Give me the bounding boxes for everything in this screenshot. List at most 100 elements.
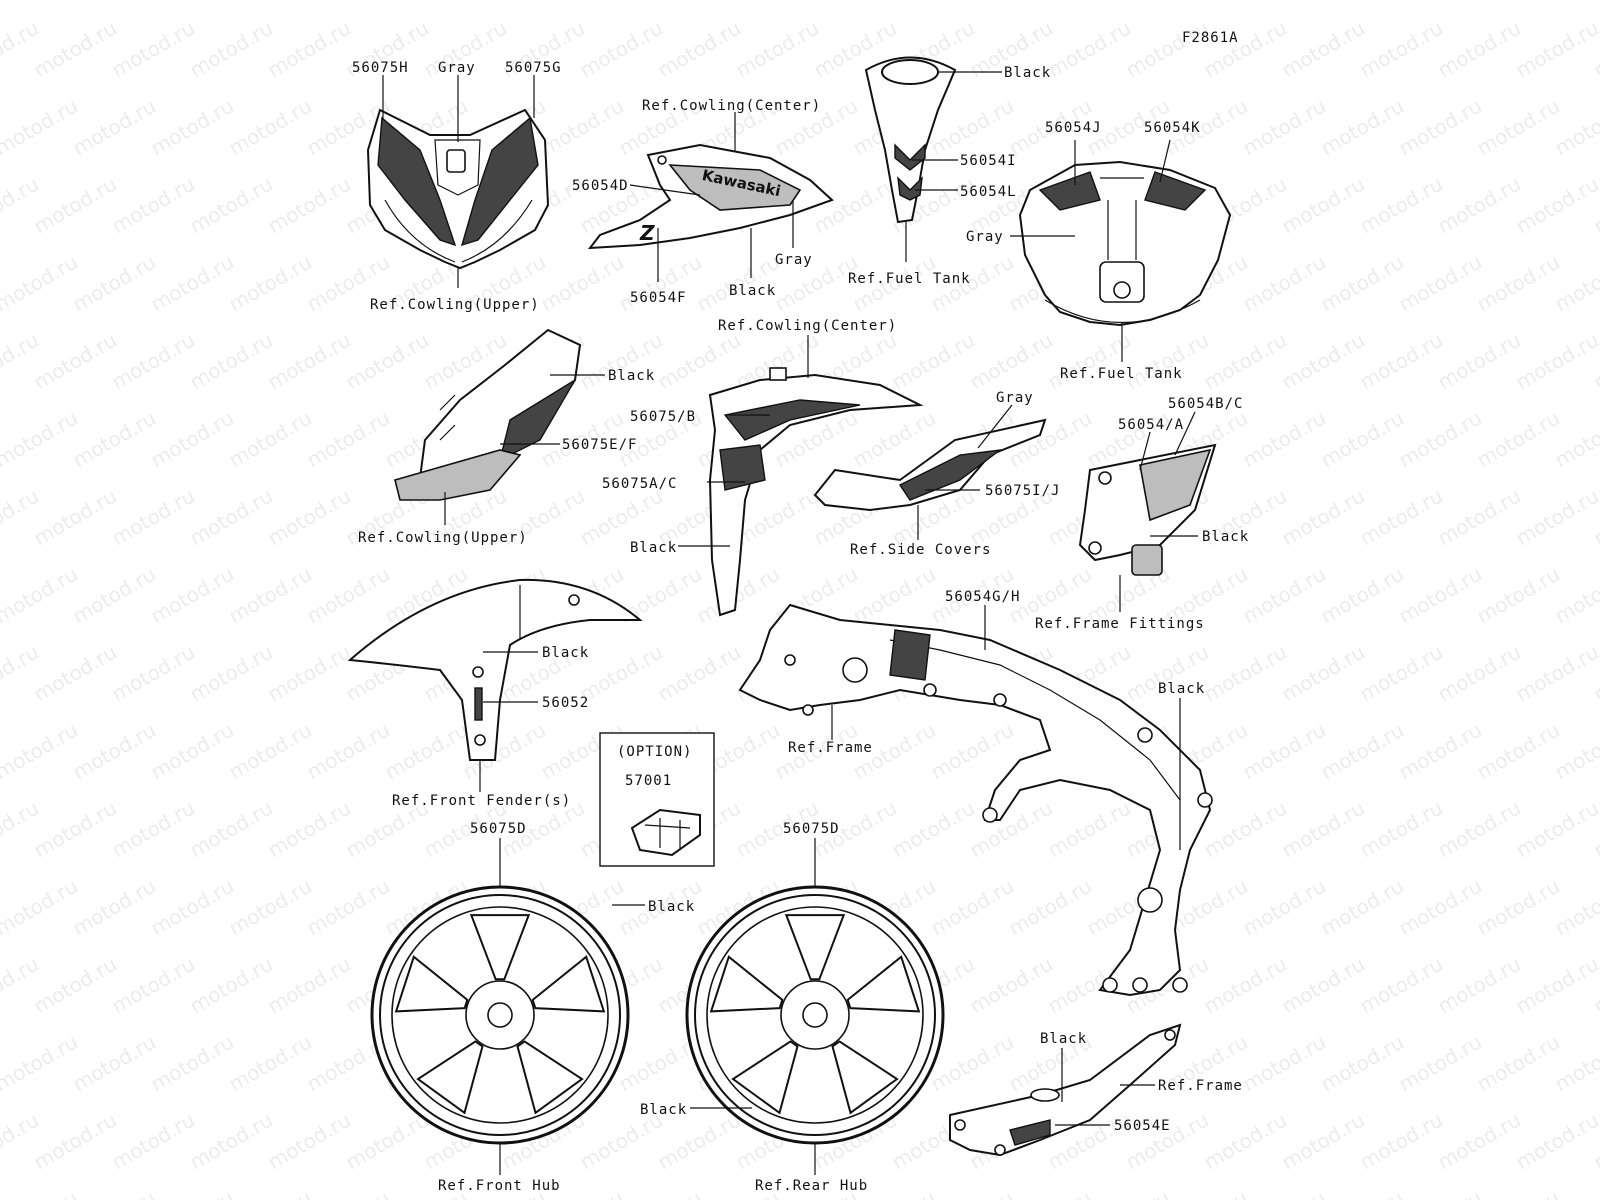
watermark-text: motod.ru — [69, 94, 160, 161]
wheel-spoke — [516, 1040, 584, 1115]
watermark-text: motod.ru — [1161, 1186, 1252, 1200]
watermark-text: motod.ru — [147, 874, 238, 941]
watermark-text: motod.ru — [0, 874, 82, 941]
watermark-text: motod.ru — [1551, 718, 1600, 785]
label-56054b-c: 56054B/C — [1168, 396, 1243, 412]
watermark-text: motod.ru — [225, 562, 316, 629]
watermark-text: motod.ru — [264, 172, 355, 239]
watermark-text: motod.ru — [615, 250, 706, 317]
label-ref-front-hub: Ref.Front Hub — [438, 1178, 561, 1194]
label-56054k: 56054K — [1144, 120, 1201, 136]
watermark-text: motod.ru — [108, 172, 199, 239]
watermark-text: motod.ru — [0, 94, 82, 161]
label-ref-fuel-tank-strip: Ref.Fuel Tank — [848, 271, 971, 287]
label-56075d-front: 56075D — [470, 821, 527, 837]
watermark-text: motod.ru — [225, 874, 316, 941]
label-56075e-f: 56075E/F — [562, 437, 637, 453]
watermark-text: motod.ru — [1317, 94, 1408, 161]
label-ref-cowling-center-2: Ref.Cowling(Center) — [718, 318, 897, 334]
watermark-text: motod.ru — [1044, 328, 1135, 395]
watermark-text: motod.ru — [225, 250, 316, 317]
watermark-text: motod.ru — [1434, 796, 1525, 863]
watermark-text: motod.ru — [264, 952, 355, 1019]
label-ref-cowling-upper: Ref.Cowling(Upper) — [370, 297, 540, 313]
label-ref-fuel-tank: Ref.Fuel Tank — [1060, 366, 1183, 382]
frame-bracket-part — [949, 1023, 1182, 1157]
label-gray-tank: Gray — [966, 229, 1004, 245]
watermark-text: motod.ru — [1317, 0, 1408, 4]
watermark-text: motod.ru — [1278, 952, 1369, 1019]
front-fender-part — [347, 578, 643, 761]
watermark-text: motod.ru — [1317, 718, 1408, 785]
watermark-text: motod.ru — [108, 796, 199, 863]
label-black-frame: Black — [1158, 681, 1205, 697]
watermark-text: motod.ru — [1356, 640, 1447, 707]
label-black-rear-wheel: Black — [640, 1102, 687, 1118]
watermark-text: motod.ru — [1005, 1186, 1096, 1200]
label-56054j: 56054J — [1045, 120, 1102, 136]
center-cowling-decal-part: Kawasaki Z — [587, 143, 834, 250]
watermark-text: motod.ru — [927, 1186, 1018, 1200]
z-logo-text: Z — [639, 221, 655, 245]
wheel-spoke — [731, 1040, 799, 1115]
watermark-text: motod.ru — [1239, 1186, 1330, 1200]
watermark-text: motod.ru — [30, 16, 121, 83]
watermark-text: motod.ru — [303, 1186, 394, 1200]
watermark-text: motod.ru — [69, 562, 160, 629]
watermark-text: motod.ru — [1239, 250, 1330, 317]
watermark-text: motod.ru — [927, 874, 1018, 941]
watermark-text: motod.ru — [186, 1108, 277, 1175]
label-black-tank-strip: Black — [1004, 65, 1051, 81]
leader-lines — [382, 71, 1198, 1175]
watermark-text: motod.ru — [30, 952, 121, 1019]
watermark-text: motod.ru — [849, 562, 940, 629]
watermark-text: motod.ru — [1473, 1186, 1564, 1200]
label-gray-side-cover: Gray — [996, 390, 1034, 406]
watermark-text: motod.ru — [108, 16, 199, 83]
watermark-text: motod.ru — [1278, 1108, 1369, 1175]
watermark-text: motod.ru — [1395, 874, 1486, 941]
label-56075d-rear: 56075D — [783, 821, 840, 837]
frame-fitting-decal-part — [1078, 443, 1217, 576]
watermark-text: motod.ru — [147, 718, 238, 785]
watermark-text: motod.ru — [0, 718, 82, 785]
watermark-text: motod.ru — [537, 250, 628, 317]
watermark-text: motod.ru — [147, 562, 238, 629]
watermark-text: motod.ru — [0, 1186, 82, 1200]
watermark-text: motod.ru — [0, 1030, 82, 1097]
watermark-text: motod.ru — [1551, 406, 1600, 473]
watermark-text: motod.ru — [225, 718, 316, 785]
watermark-text: motod.ru — [30, 640, 121, 707]
watermark-text: motod.ru — [186, 328, 277, 395]
watermark-text: motod.ru — [576, 640, 667, 707]
watermark-text: motod.ru — [1551, 250, 1600, 317]
watermark-text: motod.ru — [108, 484, 199, 551]
wheel-spoke — [531, 955, 606, 1013]
watermark-text: motod.ru — [225, 1030, 316, 1097]
upper-cowling-side-part — [394, 328, 582, 501]
label-black-front-wheel: Black — [648, 899, 695, 915]
watermark-text: motod.ru — [966, 796, 1057, 863]
watermark-text: motod.ru — [108, 1108, 199, 1175]
watermark-text: motod.ru — [69, 250, 160, 317]
watermark-text: motod.ru — [1317, 562, 1408, 629]
watermark-text: motod.ru — [1239, 94, 1330, 161]
watermark-text: motod.ru — [1395, 718, 1486, 785]
watermark-text: motod.ru — [1473, 874, 1564, 941]
watermark-text: motod.ru — [849, 0, 940, 4]
watermark-text: motod.ru — [537, 0, 628, 4]
watermark-text: motod.ru — [0, 250, 82, 317]
watermark-text: motod.ru — [1551, 94, 1600, 161]
watermark-text: motod.ru — [1239, 1030, 1330, 1097]
watermark-text: motod.ru — [888, 328, 979, 395]
watermark-text: motod.ru — [1200, 328, 1291, 395]
watermark-text: motod.ru — [1044, 16, 1135, 83]
label-black-center-side: Black — [630, 540, 677, 556]
watermark-text: motod.ru — [381, 0, 472, 4]
watermark-text: motod.ru — [1395, 562, 1486, 629]
watermark-text: motod.ru — [1161, 0, 1252, 4]
watermark-text: motod.ru — [966, 952, 1057, 1019]
watermark-text: motod.ru — [147, 1186, 238, 1200]
watermark-text: motod.ru — [1395, 0, 1486, 4]
watermark-text: motod.ru — [1551, 874, 1600, 941]
